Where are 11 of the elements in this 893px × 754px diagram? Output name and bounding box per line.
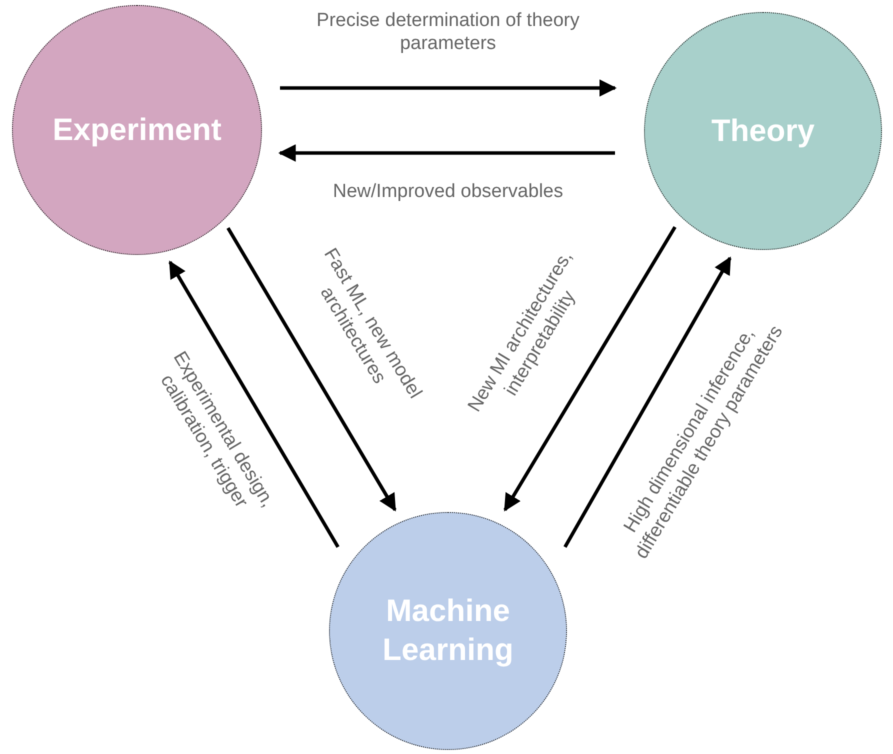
arrow (226, 227, 396, 512)
edge-label: New/Improved observables (332, 180, 564, 204)
arrow (278, 144, 615, 162)
node-title: Machine Learning (382, 592, 514, 669)
arrow (168, 260, 340, 548)
arrow (280, 79, 617, 97)
arrow (504, 226, 676, 512)
edge-label: Precise determination of theory parameters (316, 10, 580, 56)
node-title: Theory (711, 112, 815, 150)
node-title: Experiment (52, 110, 222, 149)
arrow (563, 256, 732, 548)
